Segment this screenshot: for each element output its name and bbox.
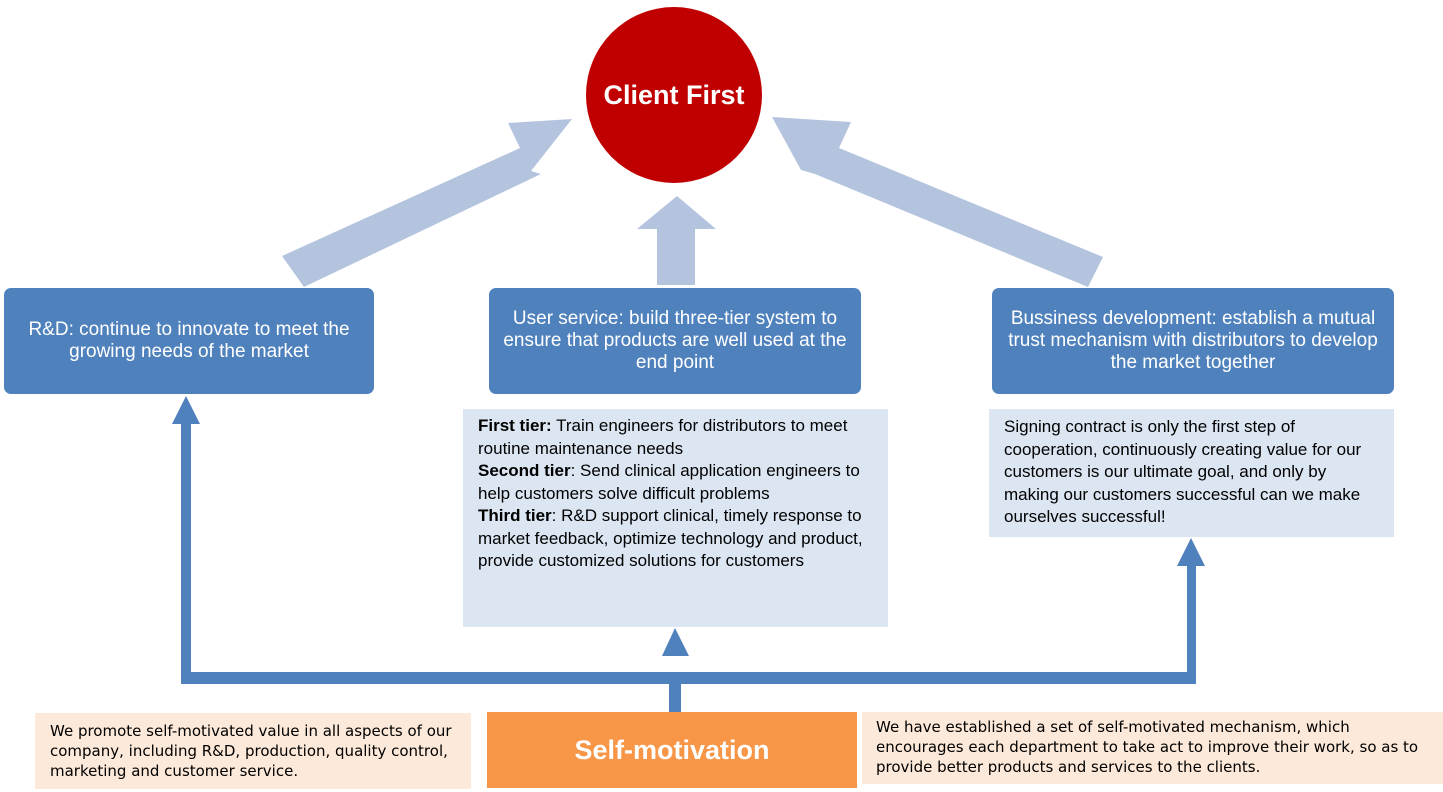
arrow-business-to-client [772,117,1103,287]
arrowhead-to-service [662,628,689,656]
tier-first: First tier: Train engineers for distribu… [478,415,878,460]
rd-label: R&D: continue to innovate to meet the gr… [28,319,350,362]
tiers-box: First tier: Train engineers for distribu… [463,409,888,627]
tier-first-text: Train engineers for distributors to meet… [478,416,848,458]
user-service-box: User service: build three-tier system to… [489,288,861,394]
rd-box: R&D: continue to innovate to meet the gr… [4,288,374,394]
client-first-label: Client First [603,79,745,110]
arrow-rd-to-client [282,119,572,287]
tier-third-name: Third tier [478,506,552,525]
connector-base [181,672,1196,684]
arrow-service-to-client [637,196,716,285]
arrowhead-to-business [1177,538,1205,566]
left-note: We promote self-motivated value in all a… [50,722,452,780]
business-note: Signing contract is only the first step … [1004,417,1362,526]
business-note-box: Signing contract is only the first step … [989,409,1394,537]
tier-first-name: First tier: [478,416,552,435]
user-service-label: User service: build three-tier system to… [503,308,847,373]
business-box: Bussiness development: establish a mutua… [992,288,1394,394]
self-motivation-label: Self-motivation [574,734,770,765]
tier-second-name: Second tier [478,461,571,480]
tier-second: Second tier: Send clinical application e… [478,460,878,505]
tier-third: Third tier: R&D support clinical, timely… [478,505,878,573]
right-note: We have established a set of self-motiva… [876,718,1419,776]
business-label: Bussiness development: establish a mutua… [1008,308,1378,373]
tier-third-text: : R&D support clinical, timely response … [478,506,863,570]
client-first-circle: Client First [586,7,762,183]
arrowhead-to-rd [172,396,200,424]
tier-second-text: : Send clinical application engineers to… [478,461,860,503]
right-note-box: We have established a set of self-motiva… [862,712,1443,784]
self-motivation-box: Self-motivation [487,712,857,788]
left-note-box: We promote self-motivated value in all a… [35,713,471,789]
